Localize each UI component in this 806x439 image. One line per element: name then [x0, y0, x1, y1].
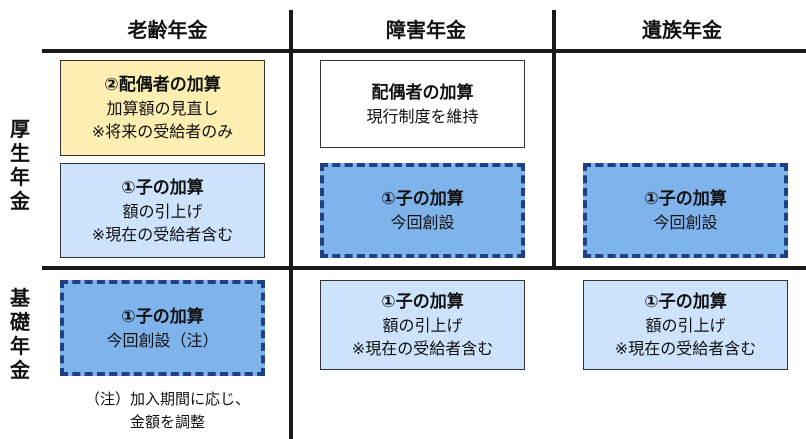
box-line: 額の引上げ [382, 316, 463, 335]
box-line: 加算額の見直し [106, 99, 219, 118]
row-label-char: 年 [10, 334, 30, 358]
row-label-char: 金 [10, 358, 30, 382]
box-line: 今回創設 [390, 213, 455, 232]
row-label-char: 礎 [10, 310, 30, 334]
box-title: ①子の加算 [644, 292, 727, 312]
box-line: 額の引上げ [645, 316, 726, 335]
disability-child-addition-employees-box: ①子の加算 今回創設 [320, 163, 525, 258]
disability-spouse-addition-box: 配偶者の加算 現行制度を維持 [320, 60, 525, 148]
box-title: ②配偶者の加算 [104, 75, 221, 95]
header-old-age-pension: 老齢年金 [127, 18, 208, 42]
box-title: ①子の加算 [644, 189, 727, 209]
old-age-spouse-addition-box: ②配偶者の加算 加算額の見直し ※将来の受給者のみ [60, 60, 265, 156]
survivors-child-addition-employees-box: ①子の加算 今回創設 [583, 163, 788, 258]
row-label-char: 生 [10, 141, 30, 165]
footnote: （注）加入期間に応じ、 金額を調整 [55, 388, 280, 434]
grid-divider-header [42, 49, 806, 53]
box-title: ①子の加算 [121, 306, 204, 327]
footnote-line: 金額を調整 [129, 413, 205, 431]
disability-child-addition-basic-box: ①子の加算 額の引上げ ※現在の受給者含む [320, 280, 525, 370]
footnote-line: （注）加入期間に応じ、 [84, 390, 250, 408]
row-label-employees-pension: 厚 生 年 金 [8, 117, 32, 213]
row-label-char: 厚 [10, 117, 30, 141]
header-disability-pension: 障害年金 [386, 18, 466, 42]
box-line: ※現在の受給者含む [351, 339, 494, 358]
grid-divider-vertical-1 [289, 10, 293, 439]
old-age-child-addition-employees-box: ①子の加算 額の引上げ ※現在の受給者含む [60, 163, 265, 258]
box-line: 今回創設 [653, 213, 718, 232]
survivors-child-addition-basic-box: ①子の加算 額の引上げ ※現在の受給者含む [583, 280, 788, 370]
row-label-char: 年 [10, 165, 30, 189]
box-line: 額の引上げ [122, 201, 203, 221]
row-label-char: 金 [10, 189, 30, 213]
header-survivors-pension: 遺族年金 [642, 18, 722, 42]
grid-divider-row [42, 266, 806, 270]
box-title: ①子の加算 [381, 189, 464, 209]
box-line: ※将来の受給者のみ [91, 122, 234, 141]
row-label-char: 基 [10, 286, 30, 310]
box-line: ※現在の受給者含む [91, 224, 234, 244]
box-line: 現行制度を維持 [366, 106, 479, 126]
box-line: ※現在の受給者含む [614, 339, 757, 358]
old-age-child-addition-basic-box: ①子の加算 今回創設（注） [60, 280, 265, 376]
box-title: 配偶者の加算 [371, 82, 474, 103]
box-line: 今回創設（注） [106, 330, 219, 350]
grid-divider-vertical-2 [552, 10, 556, 268]
row-label-basic-pension: 基 礎 年 金 [8, 286, 32, 382]
box-title: ①子の加算 [381, 292, 464, 312]
box-title: ①子の加算 [121, 177, 204, 198]
